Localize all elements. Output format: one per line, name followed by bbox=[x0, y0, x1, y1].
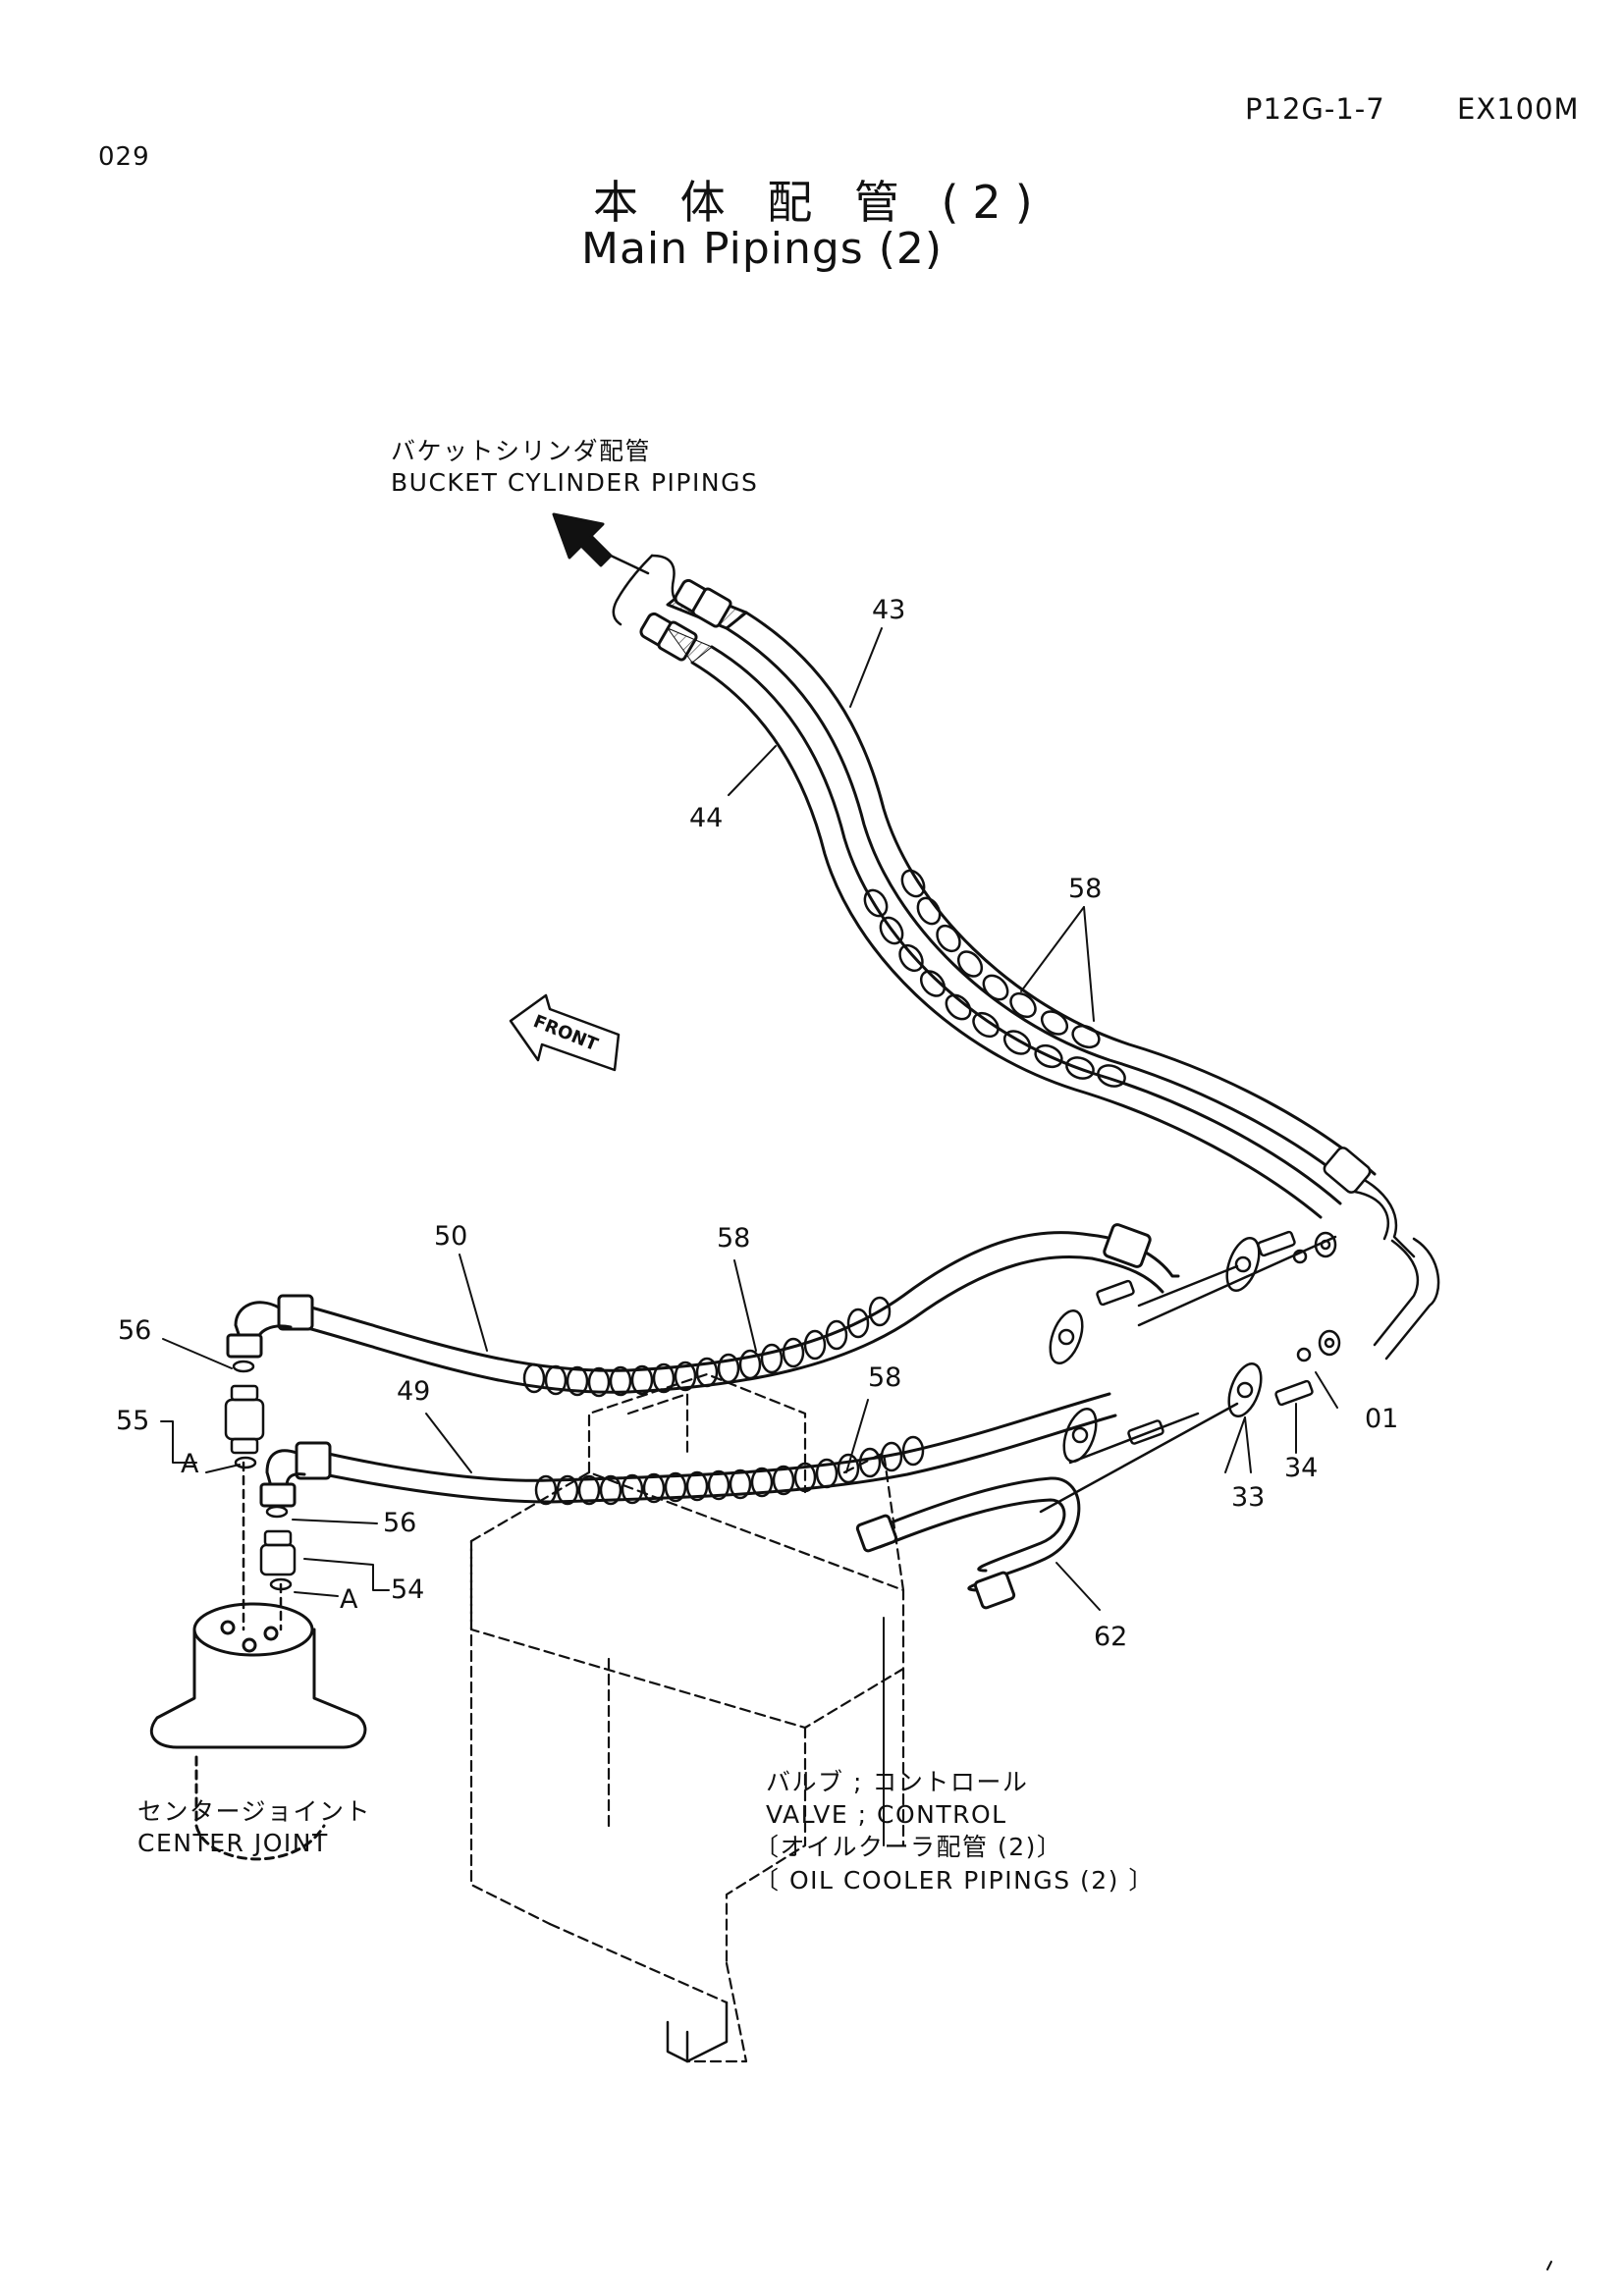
valve-caption-en: VALVE ; CONTROL bbox=[766, 1800, 1007, 1829]
callout-33: 33 bbox=[1231, 1482, 1266, 1513]
oil-cooler-caption-jp: 〔オイルクーラ配管 (2)〕 bbox=[754, 1833, 1063, 1861]
callout-leaders bbox=[160, 627, 1338, 1846]
callout-58-upper: 58 bbox=[1068, 874, 1103, 904]
callout-01: 01 bbox=[1365, 1404, 1399, 1434]
callout-56-upper: 56 bbox=[118, 1315, 152, 1346]
upper-elbow-fittings bbox=[1323, 1147, 1440, 1361]
callout-58-lower: 58 bbox=[868, 1362, 902, 1393]
hose-50 bbox=[226, 1223, 1180, 1394]
callout-54: 54 bbox=[391, 1575, 425, 1605]
hose-62 bbox=[855, 1476, 1081, 1610]
center-joint-body bbox=[149, 1602, 367, 1861]
model-name: EX100M bbox=[1457, 92, 1580, 126]
spring-guard-49 bbox=[534, 1435, 925, 1506]
bucket-caption-jp: バケットシリンダ配管 bbox=[391, 437, 652, 465]
hose-43 bbox=[666, 578, 1377, 1190]
center-joint-caption-en: CENTER JOINT bbox=[137, 1829, 329, 1857]
spring-guard-upper bbox=[863, 869, 1126, 1088]
spring-guard-50 bbox=[522, 1296, 892, 1398]
center-joint-fittings bbox=[224, 1360, 297, 1631]
callout-A-lower: A bbox=[340, 1584, 358, 1615]
oil-cooler-caption-en: 〔 OIL COOLER PIPINGS (2) 〕 bbox=[754, 1866, 1155, 1895]
callout-50: 50 bbox=[434, 1221, 468, 1252]
callout-34: 34 bbox=[1284, 1453, 1319, 1483]
callout-56-lower: 56 bbox=[383, 1508, 417, 1538]
title-english: Main Pipings (2) bbox=[581, 224, 944, 274]
callout-49: 49 bbox=[397, 1376, 431, 1407]
bucket-caption-en: BUCKET CYLINDER PIPINGS bbox=[391, 468, 759, 497]
center-joint-caption-jp: センタージョイント bbox=[137, 1797, 372, 1826]
front-arrow bbox=[509, 993, 621, 1072]
callout-44: 44 bbox=[689, 803, 724, 833]
callout-62: 62 bbox=[1094, 1622, 1128, 1652]
bucket-direction-arrow bbox=[552, 512, 681, 626]
hose-44 bbox=[639, 612, 1342, 1219]
page-mark bbox=[1546, 2261, 1552, 2270]
title-japanese: 本 体 配 管 (2) bbox=[593, 176, 1047, 229]
sheet-number: 029 bbox=[98, 142, 150, 172]
page-code: P12G-1-7 bbox=[1245, 92, 1385, 126]
callout-43: 43 bbox=[872, 595, 906, 625]
callout-55: 55 bbox=[116, 1406, 150, 1436]
control-valve-outline bbox=[469, 1372, 905, 2063]
callout-A-upper: A bbox=[181, 1449, 199, 1479]
valve-caption-jp: バルブ ; コントロール bbox=[766, 1768, 1029, 1796]
callout-58-middle: 58 bbox=[717, 1223, 751, 1254]
flange-fittings bbox=[1039, 1230, 1341, 1514]
valve-bracket bbox=[666, 2001, 729, 2063]
